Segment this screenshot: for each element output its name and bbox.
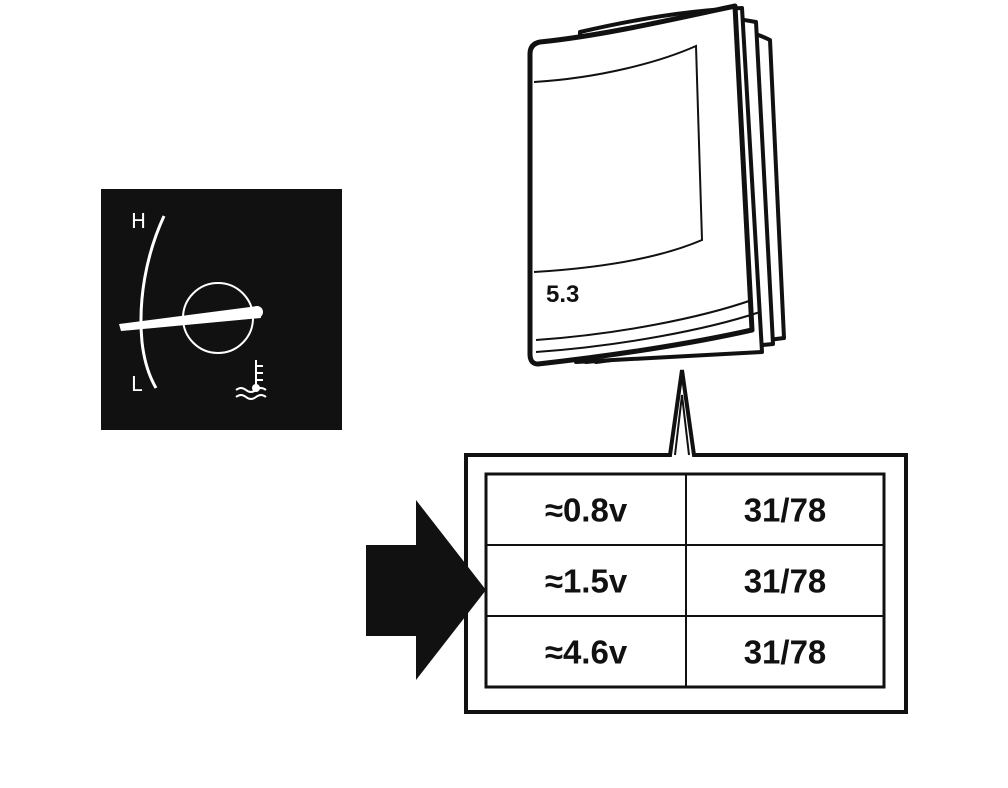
manual-cover	[527, 3, 755, 367]
reference-cell: 31/78	[744, 634, 827, 671]
arrow-right-icon	[366, 500, 486, 680]
gauge-scale-arc	[139, 215, 166, 389]
voltage-cell: ≈1.5v	[545, 563, 628, 600]
voltage-cell: ≈0.8v	[545, 492, 628, 529]
manual-section-label: 5.3	[546, 281, 579, 308]
gauge-high-label: H	[131, 209, 146, 233]
voltage-table: ≈0.8v 31/78 ≈1.5v 31/78 ≈4.6v 31/78	[484, 472, 886, 689]
reference-cell: 31/78	[744, 492, 827, 529]
manual-cover-window	[533, 44, 704, 273]
gauge-needle-tip	[251, 306, 263, 318]
manual-page-edge-1	[535, 299, 753, 341]
voltage-cell: ≈4.6v	[545, 634, 628, 671]
callout-pointer-inner	[674, 394, 690, 456]
gauge-needle	[119, 306, 261, 331]
gauge-low-label: L	[131, 372, 143, 396]
temperature-gauge: H L	[101, 189, 342, 430]
manual-page-edge-2	[535, 311, 761, 353]
reference-cell: 31/78	[744, 563, 827, 600]
coolant-temperature-icon	[235, 360, 267, 400]
service-manual: 5.3	[527, 3, 786, 367]
